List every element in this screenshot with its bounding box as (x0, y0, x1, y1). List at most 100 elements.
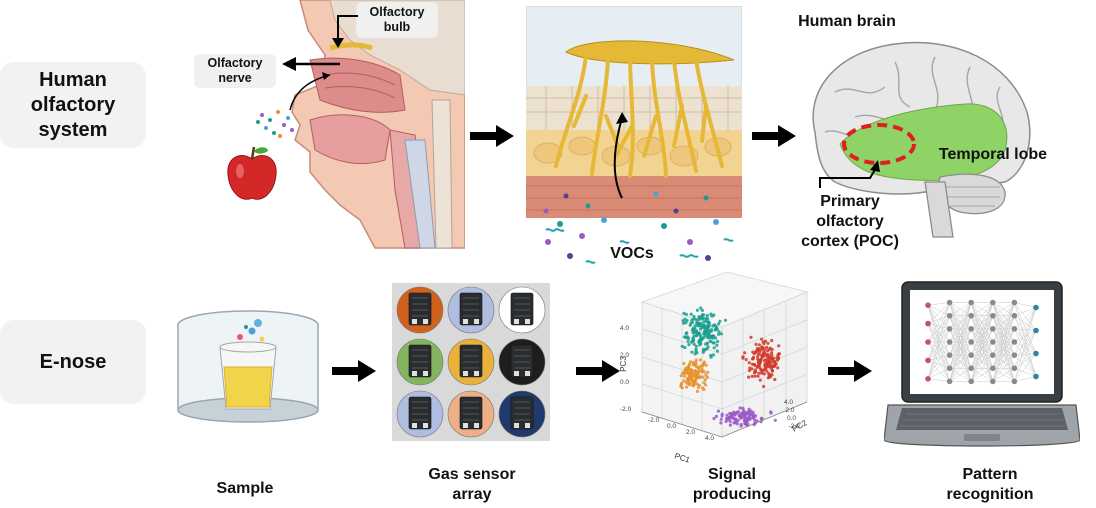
pca-point (753, 421, 757, 425)
pca-point (693, 369, 697, 373)
pca-point (684, 332, 688, 336)
pca-point (749, 409, 753, 413)
pca-point (771, 356, 776, 360)
pca-point (766, 361, 770, 365)
gas-sensor-array (396, 286, 546, 438)
nn-node (946, 312, 953, 319)
pca-x-tick: -2.0 (648, 417, 660, 424)
pca-point (759, 420, 763, 424)
pca-point (708, 339, 712, 343)
pca-point (699, 364, 703, 368)
pca-point (694, 344, 698, 348)
pca-point (682, 361, 686, 366)
nn-node (968, 365, 974, 372)
laptop-neural-network-illustration (884, 281, 1080, 447)
pca-point (753, 368, 757, 372)
pca-point (689, 312, 693, 316)
pca-point (707, 320, 711, 324)
pca-point (697, 369, 701, 373)
pca-point (776, 356, 780, 361)
pca-point (701, 375, 705, 379)
pca-point (695, 376, 699, 380)
pca-point (686, 336, 691, 340)
pca-point (756, 360, 760, 364)
pca-point (717, 330, 721, 334)
pca-point (705, 325, 710, 329)
pca-point (699, 341, 703, 346)
pca-y-tick: 4.0 (620, 325, 629, 332)
pca-point (702, 360, 706, 364)
pca-point (695, 321, 699, 326)
nn-node (946, 378, 953, 385)
gas-sensor-1 (396, 286, 444, 334)
nn-node (1011, 378, 1018, 385)
pca-point (717, 332, 721, 336)
pca-point (695, 389, 700, 393)
pca-point (709, 312, 713, 316)
nn-node (925, 339, 931, 345)
pca-point (739, 422, 743, 427)
nn-node (990, 312, 996, 319)
pca-point (697, 383, 701, 387)
pca-point (730, 415, 734, 419)
pca-point (692, 326, 696, 330)
nn-node (925, 376, 931, 382)
pca-point (687, 380, 691, 384)
pca-point (699, 306, 703, 310)
pca-point (758, 378, 762, 382)
pca-point (683, 345, 687, 350)
pca-point (719, 332, 723, 336)
pca-point (704, 318, 708, 323)
flow-arrow-sensor-to-signal (576, 360, 620, 382)
pca-point (704, 331, 708, 335)
pca-point (777, 344, 781, 348)
human-brain-illustration (812, 41, 1031, 238)
pca-cluster-2 (679, 358, 710, 393)
nn-node (1033, 350, 1039, 357)
pca-point (733, 421, 737, 425)
nn-node (946, 365, 953, 372)
pca-point (695, 308, 699, 312)
pca-point (759, 416, 763, 421)
olfactory-nerve-pointer (282, 57, 340, 71)
pca-point (695, 332, 699, 336)
pca-point (728, 411, 732, 416)
sample-label: Sample (216, 480, 274, 497)
nn-node (990, 365, 996, 372)
gas-sensor-4 (396, 338, 444, 386)
nn-node (1011, 326, 1018, 332)
pca-point (687, 362, 692, 366)
pca-point (736, 410, 740, 414)
pca-point (771, 360, 775, 364)
pca-point (692, 380, 696, 384)
pca-point (741, 406, 745, 410)
gas-sensor-8 (447, 390, 495, 438)
pca-point (692, 334, 696, 338)
pca-point (690, 350, 694, 354)
pca-point (738, 406, 742, 410)
pca-point (698, 358, 703, 362)
pca-point (763, 351, 767, 355)
pca-point (692, 342, 696, 346)
pca-point (769, 367, 773, 371)
pca-point (776, 366, 780, 370)
pca-point (752, 418, 757, 422)
pca-point (719, 421, 723, 425)
pca-point (711, 324, 715, 328)
pca-point (709, 353, 713, 358)
poc-label: Primary olfactory cortex (POC) (801, 193, 899, 250)
pca-point (684, 336, 688, 340)
nn-node (1033, 327, 1039, 334)
pca-point (706, 370, 710, 374)
pca-point (686, 377, 690, 381)
pca-point (711, 353, 715, 357)
pca-z-tick: 2.0 (786, 407, 795, 414)
pca-point (753, 374, 757, 378)
pca-point (719, 417, 723, 421)
pca-point (691, 331, 695, 335)
nn-node (968, 326, 974, 332)
pca-point (766, 356, 770, 360)
pca-point (714, 414, 718, 418)
pca-point (712, 346, 716, 350)
pca-point (751, 355, 756, 359)
